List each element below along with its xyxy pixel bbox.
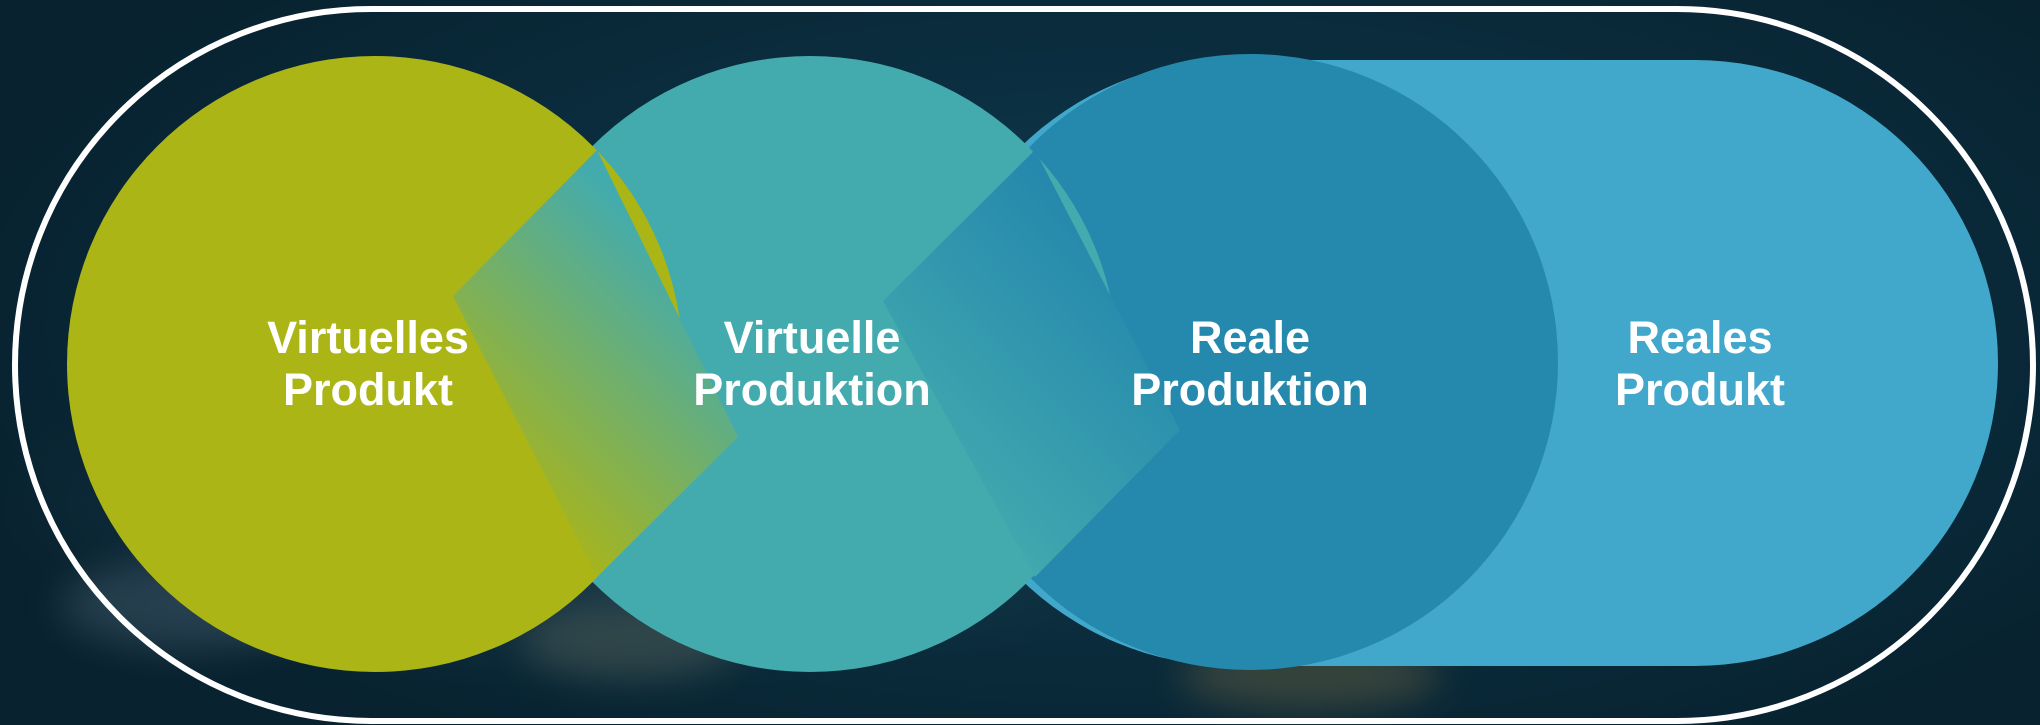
stage-label-virtuelle-produktion: Virtuelle Produktion (632, 312, 992, 416)
stage-label-line: Produktion (1131, 364, 1369, 415)
connector-band-1-2 (453, 150, 738, 577)
outer-frame (12, 6, 2036, 724)
stage-shape-virtuelles-produkt (67, 56, 683, 672)
stage-label-line: Produkt (1614, 364, 1785, 415)
stage-label-reale-produktion: Reale Produktion (1070, 312, 1430, 416)
stage-label-line: Reales (1627, 312, 1773, 363)
stage-label-virtuelles-produkt: Virtuelles Produkt (188, 312, 548, 416)
stage-label-line: Produktion (693, 364, 931, 415)
connector-band-2-3 (883, 150, 1180, 577)
stage-label-line: Virtuelle (723, 312, 901, 363)
stage-label-line: Reale (1189, 312, 1311, 363)
stage-label-line: Virtuelles (267, 312, 469, 363)
stage-label-reales-produkt: Reales Produkt (1520, 312, 1880, 416)
stage-shape-reale-produktion (942, 54, 1558, 670)
stage-label-line: Produkt (282, 364, 453, 415)
